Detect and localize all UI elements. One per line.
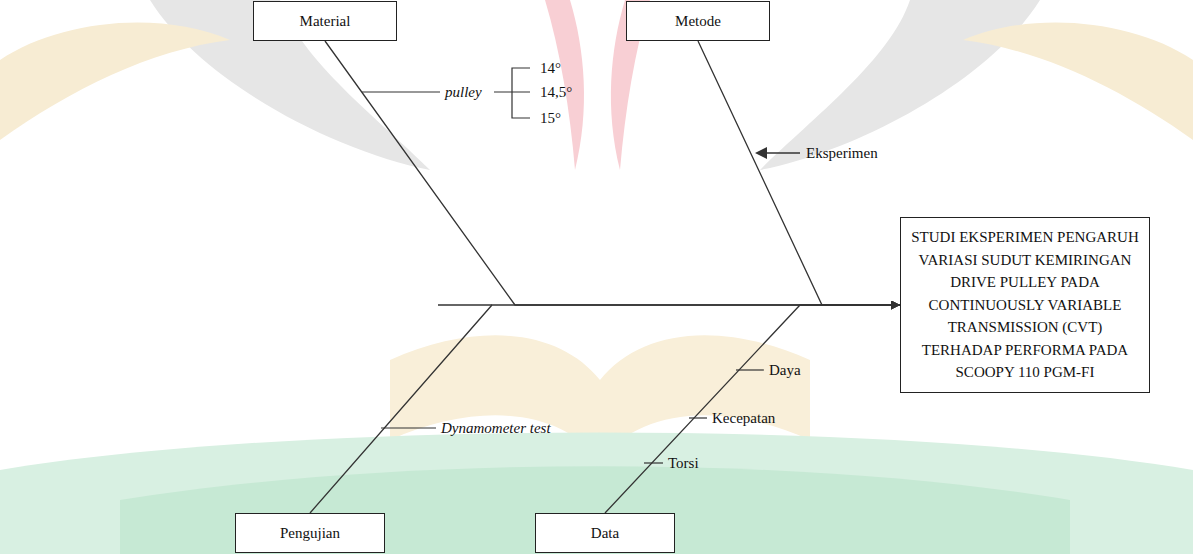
pulley-tick (362, 91, 440, 92)
spine-tail (438, 304, 492, 305)
data-label: Daya (769, 362, 801, 379)
category-box: Material (253, 1, 397, 41)
effect-box: STUDI EKSPERIMEN PENGARUH VARIASI SUDUT … (900, 217, 1150, 393)
category-title: Material (300, 13, 351, 30)
category-title: Pengujian (280, 525, 340, 542)
part-label: pulley (445, 84, 482, 101)
method-arrowhead (755, 147, 767, 159)
category-box: Data (535, 513, 675, 553)
fishbone-bone (605, 305, 900, 513)
watermark-wing (963, 23, 1193, 140)
watermark-band (0, 433, 1193, 554)
fishbone-bone (325, 41, 900, 305)
test-tick (381, 427, 436, 428)
method-label: Eksperimen (806, 145, 878, 162)
watermark-swirl (760, 0, 1040, 170)
angle-value: 14,5° (540, 84, 572, 101)
test-label: Dynamometer test (441, 420, 551, 437)
data-tick (689, 417, 707, 418)
angle-value: 14° (540, 60, 561, 77)
watermark-swirl (150, 0, 430, 170)
watermark-band (120, 466, 1070, 554)
fishbone-bone (698, 41, 900, 305)
fishbone-bone (310, 305, 900, 513)
effect-text: STUDI EKSPERIMEN PENGARUH VARIASI SUDUT … (909, 226, 1141, 384)
angle-bracket (494, 68, 530, 118)
angle-value: 15° (540, 110, 561, 127)
category-box: Metode (626, 1, 770, 41)
category-title: Data (591, 525, 619, 542)
category-box: Pengujian (235, 513, 385, 553)
category-title: Metode (675, 13, 721, 30)
data-tick (644, 462, 663, 463)
data-label: Torsi (668, 455, 699, 472)
watermark-wing (0, 23, 230, 140)
data-label: Kecepatan (712, 410, 775, 427)
